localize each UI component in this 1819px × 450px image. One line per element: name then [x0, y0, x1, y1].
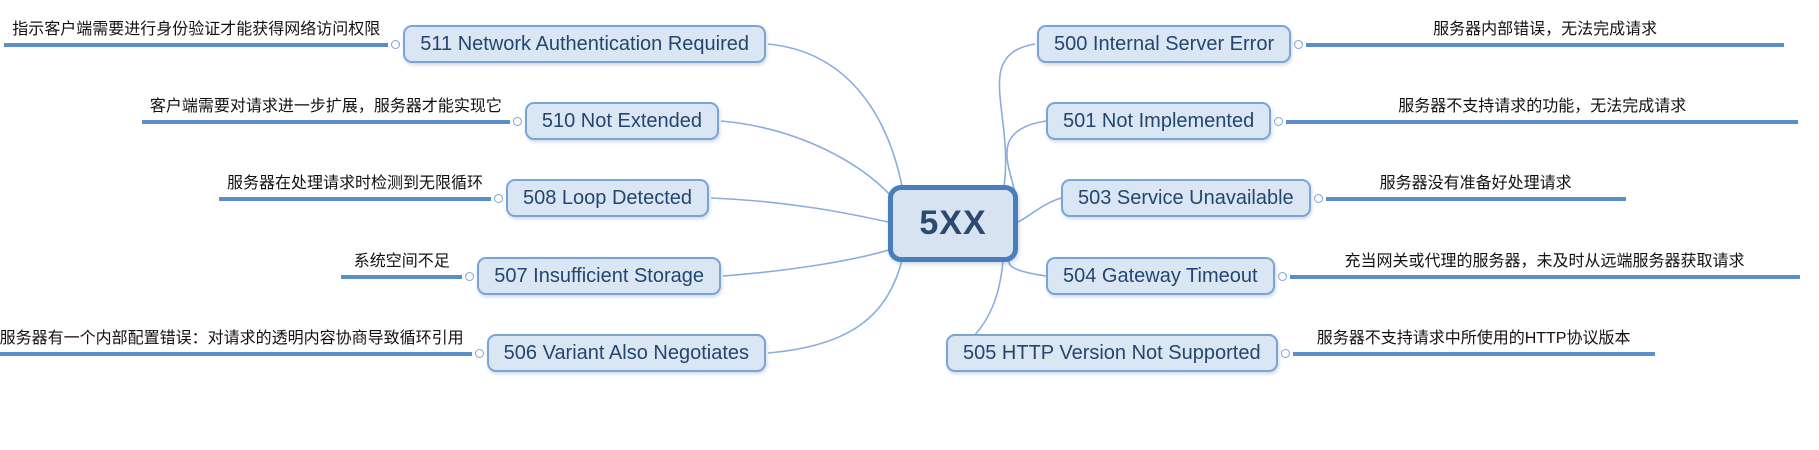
curve-right-3	[1017, 197, 1062, 223]
branch-desc-501[interactable]: 服务器不支持请求的功能，无法完成请求	[1286, 97, 1799, 124]
collapse-handle-icon[interactable]	[465, 271, 475, 281]
curve-left-1	[767, 43, 903, 187]
branch-desc-507[interactable]: 系统空间不足	[341, 252, 463, 279]
branch-row-511: 指示客户端需要进行身份验证才能获得网络访问权限 511 Network Auth…	[4, 21, 766, 63]
branch-row-505: 505 HTTP Version Not Supported 服务器不支持请求中…	[946, 330, 1655, 372]
collapse-handle-icon[interactable]	[1313, 193, 1323, 203]
collapse-handle-icon[interactable]	[512, 116, 522, 126]
node-505[interactable]: 505 HTTP Version Not Supported	[946, 334, 1278, 372]
branch-row-501: 501 Not Implemented 服务器不支持请求的功能，无法完成请求	[1046, 98, 1799, 140]
branch-desc-510[interactable]: 客户端需要对请求进一步扩展，服务器才能实现它	[141, 97, 510, 124]
curve-right-2	[1006, 120, 1047, 198]
central-topic-5xx[interactable]: 5XX	[888, 185, 1018, 262]
node-511[interactable]: 511 Network Authentication Required	[403, 25, 766, 63]
collapse-handle-icon[interactable]	[1277, 271, 1287, 281]
branch-row-504: 504 Gateway Timeout 充当网关或代理的服务器，未及时从远端服务…	[1046, 253, 1800, 295]
curve-right-1	[998, 43, 1036, 187]
branch-row-510: 客户端需要对请求进一步扩展，服务器才能实现它 510 Not Extended	[141, 98, 719, 140]
node-510[interactable]: 510 Not Extended	[524, 102, 719, 140]
node-501[interactable]: 501 Not Implemented	[1046, 102, 1272, 140]
collapse-handle-icon[interactable]	[474, 348, 484, 358]
branch-desc-506[interactable]: 服务器有一个内部配置错误：对请求的透明内容协商导致循环引用	[0, 329, 472, 356]
branch-desc-500[interactable]: 服务器内部错误，无法完成请求	[1306, 20, 1785, 47]
collapse-handle-icon[interactable]	[391, 39, 401, 49]
branch-row-503: 503 Service Unavailable 服务器没有准备好处理请求	[1061, 175, 1626, 217]
collapse-handle-icon[interactable]	[1280, 348, 1290, 358]
branch-row-500: 500 Internal Server Error 服务器内部错误，无法完成请求	[1037, 21, 1785, 63]
branch-row-508: 服务器在处理请求时检测到无限循环 508 Loop Detected	[218, 175, 709, 217]
collapse-handle-icon[interactable]	[1294, 39, 1304, 49]
node-503[interactable]: 503 Service Unavailable	[1061, 179, 1311, 217]
collapse-handle-icon[interactable]	[493, 193, 503, 203]
node-504[interactable]: 504 Gateway Timeout	[1046, 257, 1275, 295]
node-507[interactable]: 507 Insufficient Storage	[477, 257, 721, 295]
node-500[interactable]: 500 Internal Server Error	[1037, 25, 1292, 63]
branch-desc-504[interactable]: 充当网关或代理的服务器，未及时从远端服务器获取请求	[1289, 252, 1800, 279]
curve-left-2	[720, 120, 893, 198]
curve-left-3	[710, 197, 889, 223]
branch-desc-508[interactable]: 服务器在处理请求时检测到无限循环	[218, 174, 491, 201]
collapse-handle-icon[interactable]	[1274, 116, 1284, 126]
node-508[interactable]: 508 Loop Detected	[505, 179, 709, 217]
branch-desc-503[interactable]: 服务器没有准备好处理请求	[1325, 174, 1626, 201]
curve-left-4	[722, 248, 893, 277]
branch-row-506: 服务器有一个内部配置错误：对请求的透明内容协商导致循环引用 506 Varian…	[0, 330, 766, 372]
curve-left-5	[767, 259, 903, 354]
branch-desc-511[interactable]: 指示客户端需要进行身份验证才能获得网络访问权限	[4, 20, 389, 47]
branch-desc-505[interactable]: 服务器不支持请求中所使用的HTTP协议版本	[1292, 329, 1655, 356]
node-506[interactable]: 506 Variant Also Negotiates	[486, 334, 766, 372]
branch-row-507: 系统空间不足 507 Insufficient Storage	[341, 253, 721, 295]
